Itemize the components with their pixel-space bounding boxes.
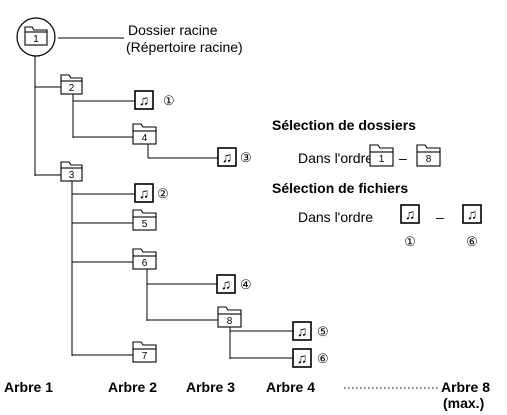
folder-6: 6 — [132, 248, 157, 270]
root-label-line2: (Répertoire racine) — [126, 39, 243, 55]
folder-number: 1 — [33, 34, 39, 45]
legend-folder-first: 1 — [379, 154, 385, 165]
folder-2: 2 — [60, 74, 83, 95]
folder-icon-body — [132, 255, 157, 270]
file-number: ⑥ — [317, 351, 329, 366]
legend-file-first: ① — [404, 234, 416, 249]
folder-8: 8 — [217, 306, 242, 328]
file-1: ♫ ① — [134, 90, 175, 110]
music-file-icon — [134, 90, 154, 110]
folder-icon-body — [132, 130, 157, 145]
folder-number: 7 — [142, 351, 148, 362]
tree-label-4: Arbre 4 — [266, 379, 315, 395]
folder-icon-body — [132, 348, 157, 363]
root-label-line1: Dossier racine — [128, 22, 218, 38]
folder-number: 3 — [69, 170, 75, 181]
music-file-icon — [400, 204, 420, 224]
file-number: ③ — [240, 150, 252, 165]
legend-file-order-text: Dans l'ordre — [298, 209, 373, 225]
music-note-icon: ♫ — [297, 350, 308, 366]
tree-label-2: Arbre 2 — [108, 379, 157, 395]
tree-label-3: Arbre 3 — [186, 379, 235, 395]
folder-icon-body — [60, 80, 83, 95]
folder-number: 2 — [69, 83, 75, 94]
folder-icon — [60, 161, 83, 169]
music-note-icon: ♫ — [405, 206, 416, 222]
folder-icon-body — [132, 216, 157, 231]
folder-number: 6 — [142, 258, 148, 269]
folder-number: 8 — [227, 316, 233, 327]
tree-label-8: Arbre 8 — [441, 379, 490, 395]
folder-icon — [217, 306, 242, 315]
tree-label-1: Arbre 1 — [4, 379, 53, 395]
file-number: ⑤ — [317, 324, 329, 339]
legend-folder-title: Sélection de dossiers — [272, 117, 416, 133]
music-note-icon: ♫ — [139, 185, 150, 201]
folder-3: 3 — [60, 161, 83, 182]
folder-icon — [132, 209, 157, 218]
music-file-icon — [216, 274, 236, 294]
tree-connectors — [34, 37, 293, 359]
file-number: ④ — [240, 277, 252, 292]
legend-file-selection: Sélection de fichiers Dans l'ordre ♫ ① –… — [272, 180, 482, 249]
legend-folder-dash: – — [399, 150, 407, 166]
folder-number: 4 — [142, 133, 148, 144]
root-folder: 1 — [16, 17, 56, 57]
folder-icon-body — [60, 167, 83, 182]
folder-5: 5 — [132, 209, 157, 231]
music-note-icon: ♫ — [222, 149, 233, 165]
legend-folder-selection: Sélection de dossiers Dans l'ordre 1 – 8 — [272, 117, 441, 167]
folder-icon — [132, 248, 157, 257]
file-number: ① — [163, 93, 175, 108]
file-6: ♫ ⑥ — [292, 348, 329, 368]
tree-label-8-max: (max.) — [443, 395, 484, 411]
folder-icon — [132, 123, 157, 132]
folder-icon — [60, 74, 83, 82]
file-number: ② — [157, 186, 169, 201]
legend-folder-last: 8 — [426, 154, 432, 165]
folder-icon-body — [217, 313, 242, 328]
file-3: ♫ ③ — [217, 147, 252, 167]
folder-icon-body — [24, 31, 48, 46]
folder-number: 5 — [142, 219, 148, 230]
file-5: ♫ ⑤ — [292, 321, 329, 341]
music-note-icon: ♫ — [139, 92, 150, 108]
tree-level-labels: Arbre 1 Arbre 2 Arbre 3 Arbre 4 Arbre 8 … — [4, 379, 490, 411]
folder-icon — [416, 144, 441, 153]
folder-4: 4 — [132, 123, 157, 145]
music-note-icon: ♫ — [297, 323, 308, 339]
file-4: ♫ ④ — [216, 274, 252, 294]
folder-icon-body — [369, 151, 394, 167]
music-note-icon: ♫ — [467, 206, 478, 222]
folder-icon — [132, 341, 157, 350]
legend-file-dash: – — [436, 209, 444, 225]
folder-icon — [369, 144, 394, 153]
music-file-icon — [462, 204, 482, 224]
legend-file-title: Sélection de fichiers — [272, 180, 408, 196]
music-file-icon — [134, 183, 154, 203]
file-2: ♫ ② — [134, 183, 169, 203]
legend-file-last: ⑥ — [466, 234, 478, 249]
folder-7: 7 — [132, 341, 157, 363]
legend-folder-order-text: Dans l'ordre — [298, 150, 373, 166]
folder-icon-body — [416, 151, 441, 167]
music-note-icon: ♫ — [221, 276, 232, 292]
music-file-icon — [292, 348, 312, 368]
music-file-icon — [292, 321, 312, 341]
music-file-icon — [217, 147, 237, 167]
